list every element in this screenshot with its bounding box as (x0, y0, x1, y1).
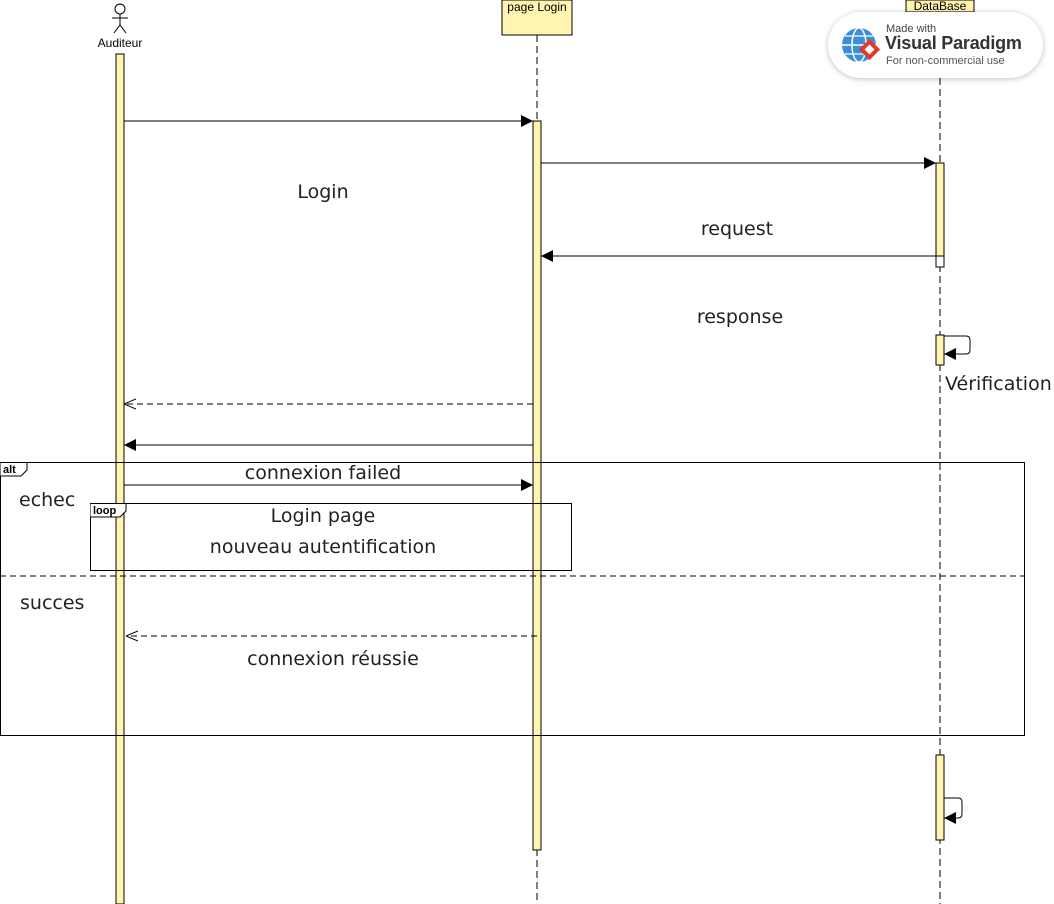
alt-fragment-tag: alt (3, 464, 16, 476)
watermark-badge: Made with Visual Paradigm For non-commer… (828, 12, 1043, 78)
lifeline-page-login-label: page Login (507, 0, 566, 14)
watermark-made-with: Made with (886, 23, 937, 35)
activation-database-3 (935, 754, 945, 841)
self-message-verification-label: Vérification (945, 373, 1052, 395)
alt-guard-succes: succes (20, 592, 84, 614)
lifeline-page-login-head: page Login (501, 0, 573, 36)
actor-auditeur-label: Auditeur (98, 36, 143, 50)
loop-login-page-label: Login page (271, 505, 376, 527)
message-connexion-failed-label: connexion failed (245, 462, 401, 484)
activation-database-2 (935, 334, 945, 366)
message-connexion-reussie-label: connexion réussie (247, 648, 419, 670)
activation-database-1 (935, 162, 945, 257)
self-message-verification (944, 335, 971, 360)
watermark-brand: Visual Paradigm (885, 33, 1022, 53)
lifeline-database-label: DataBase (914, 0, 967, 13)
alt-fragment: alt echec succes (0, 462, 1025, 736)
activation-auditeur (115, 53, 125, 904)
globe-icon (842, 27, 881, 63)
message-request-label: request (701, 218, 773, 240)
loop-fragment-tag: loop (93, 505, 116, 517)
watermark-sub: For non-commercial use (886, 55, 1005, 67)
message-login-label: Login (297, 181, 348, 203)
loop-nouveau-authentification-label: nouveau autentification (210, 536, 436, 558)
activation-page-login (532, 120, 542, 851)
alt-guard-echec: echec (19, 489, 75, 511)
message-response-label: response (697, 306, 783, 328)
actor-auditeur: Auditeur (98, 3, 143, 50)
loop-fragment: loop Login page nouveau autentification (90, 503, 572, 571)
activation-database-1-end (935, 255, 945, 268)
self-message-database-final (944, 797, 963, 824)
